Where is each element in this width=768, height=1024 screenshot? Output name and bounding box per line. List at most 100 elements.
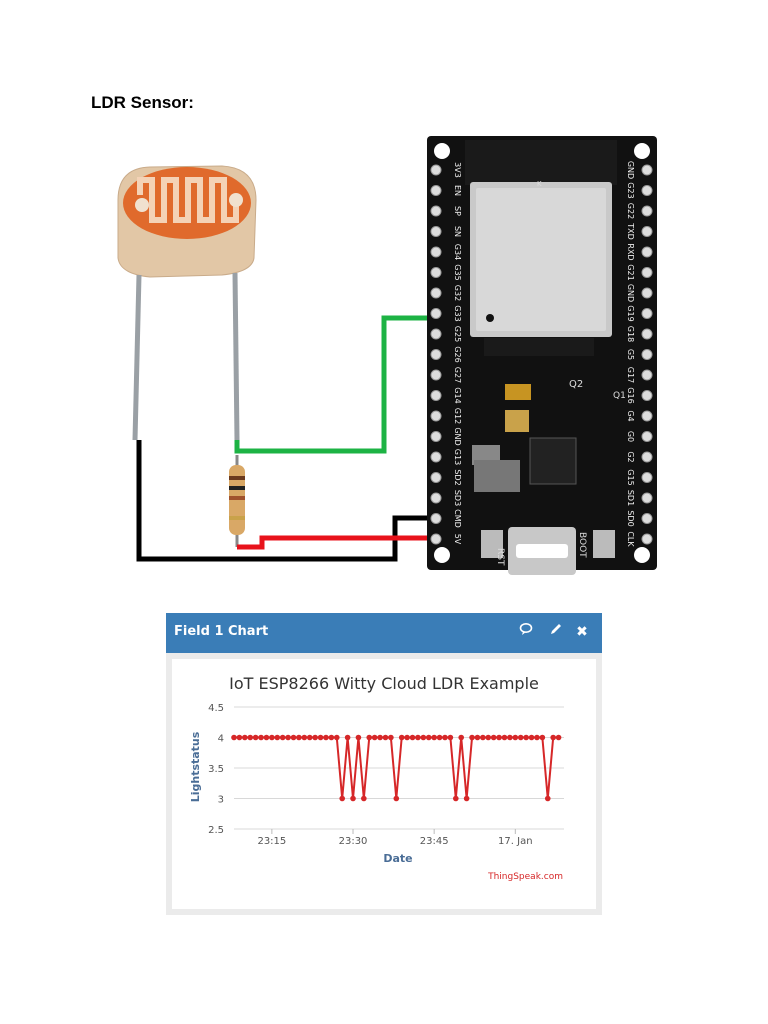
data-point[interactable] bbox=[317, 734, 324, 741]
ldr-line-chart: IoT ESP8266 Witty Cloud LDR Example 2.53… bbox=[189, 674, 564, 882]
right-pin-label: CLK bbox=[626, 531, 635, 547]
data-point[interactable] bbox=[447, 734, 454, 741]
panel-title: Field 1 Chart bbox=[174, 624, 269, 639]
right-pin-label: G18 bbox=[626, 326, 635, 342]
data-point[interactable] bbox=[453, 795, 459, 802]
data-point[interactable] bbox=[361, 795, 367, 802]
left-pin-label: G26 bbox=[453, 346, 462, 362]
data-point[interactable] bbox=[469, 734, 475, 741]
data-point[interactable] bbox=[388, 734, 394, 741]
data-point[interactable] bbox=[528, 734, 535, 741]
data-point[interactable] bbox=[252, 734, 259, 741]
y-axis-label: Lightstatus bbox=[189, 731, 202, 802]
right-pin-label: G23 bbox=[626, 182, 635, 198]
right-pin-label: G15 bbox=[626, 469, 635, 485]
data-point[interactable] bbox=[544, 795, 551, 802]
data-point[interactable] bbox=[463, 795, 470, 802]
data-point[interactable] bbox=[247, 734, 254, 741]
data-point[interactable] bbox=[458, 734, 465, 741]
data-point[interactable] bbox=[269, 734, 275, 741]
right-pin bbox=[641, 472, 653, 483]
data-point[interactable] bbox=[490, 734, 497, 741]
data-point[interactable] bbox=[306, 734, 313, 741]
q1-label: Q1 bbox=[613, 391, 626, 401]
data-point[interactable] bbox=[517, 734, 524, 741]
red-wire bbox=[237, 535, 432, 550]
left-pin-label: SP bbox=[453, 206, 462, 216]
left-pin bbox=[430, 205, 442, 217]
data-point[interactable] bbox=[404, 734, 410, 741]
data-point[interactable] bbox=[409, 734, 416, 741]
data-point[interactable] bbox=[236, 734, 243, 741]
data-point[interactable] bbox=[323, 734, 329, 741]
left-pin-label: SD3 bbox=[453, 490, 462, 506]
left-pin-label: G12 bbox=[453, 408, 462, 424]
y-tick-label: 3.5 bbox=[208, 764, 224, 775]
left-pin bbox=[430, 226, 442, 237]
data-point[interactable] bbox=[333, 734, 340, 741]
data-point[interactable] bbox=[474, 734, 481, 741]
data-point[interactable] bbox=[425, 734, 432, 741]
right-pin-label: GND bbox=[626, 161, 635, 179]
data-point[interactable] bbox=[382, 734, 389, 741]
data-point[interactable] bbox=[485, 734, 492, 741]
data-point[interactable] bbox=[350, 795, 356, 802]
data-point[interactable] bbox=[523, 734, 529, 741]
data-point[interactable] bbox=[539, 734, 546, 741]
credit-link[interactable]: ThingSpeak.com bbox=[487, 872, 563, 882]
page-heading: LDR Sensor: bbox=[91, 93, 194, 112]
x-tick-label: 23:15 bbox=[257, 836, 286, 847]
data-point[interactable] bbox=[436, 734, 443, 741]
data-point[interactable] bbox=[431, 734, 437, 741]
data-point[interactable] bbox=[296, 734, 302, 741]
data-point[interactable] bbox=[366, 734, 373, 741]
data-point[interactable] bbox=[290, 734, 297, 741]
right-pin bbox=[641, 492, 653, 504]
data-point[interactable] bbox=[371, 734, 378, 741]
right-pin-label: G17 bbox=[626, 367, 635, 383]
y-tick-label: 4 bbox=[218, 734, 224, 745]
data-point[interactable] bbox=[258, 734, 264, 741]
comment-icon[interactable] bbox=[516, 622, 536, 642]
right-pin bbox=[641, 287, 653, 299]
chip-label: K bbox=[537, 180, 542, 188]
right-pin bbox=[641, 185, 653, 196]
right-pin bbox=[641, 513, 653, 524]
data-point[interactable] bbox=[344, 734, 351, 741]
left-pin bbox=[430, 267, 442, 278]
data-point[interactable] bbox=[328, 734, 335, 741]
x-tick-label: 17. Jan bbox=[498, 836, 533, 847]
left-pin-label: SN bbox=[453, 226, 462, 237]
data-point[interactable] bbox=[263, 734, 270, 741]
data-point[interactable] bbox=[415, 734, 421, 741]
right-pin-label: SD1 bbox=[626, 490, 635, 506]
close-icon[interactable]: ✖ bbox=[576, 624, 588, 640]
data-point[interactable] bbox=[496, 734, 502, 741]
data-point[interactable] bbox=[355, 734, 362, 741]
data-point[interactable] bbox=[501, 734, 508, 741]
data-point[interactable] bbox=[339, 795, 345, 802]
data-point[interactable] bbox=[274, 734, 281, 741]
left-pin bbox=[430, 349, 442, 360]
data-point[interactable] bbox=[279, 734, 286, 741]
pencil-icon[interactable] bbox=[546, 622, 566, 642]
data-point[interactable] bbox=[377, 734, 383, 741]
data-point[interactable] bbox=[312, 734, 318, 741]
data-point[interactable] bbox=[393, 795, 400, 802]
data-point[interactable] bbox=[242, 734, 248, 741]
left-pin-label: SD2 bbox=[453, 469, 462, 485]
right-pin bbox=[641, 451, 653, 463]
data-point[interactable] bbox=[550, 734, 556, 741]
data-point[interactable] bbox=[398, 734, 405, 741]
data-point[interactable] bbox=[555, 734, 562, 741]
right-pin bbox=[641, 349, 653, 360]
data-point[interactable] bbox=[507, 734, 513, 741]
data-point[interactable] bbox=[512, 734, 519, 741]
data-point[interactable] bbox=[285, 734, 291, 741]
data-point[interactable] bbox=[442, 734, 448, 741]
data-point[interactable] bbox=[480, 734, 486, 741]
data-point[interactable] bbox=[231, 734, 237, 741]
data-point[interactable] bbox=[301, 734, 308, 741]
data-point[interactable] bbox=[420, 734, 427, 741]
data-point[interactable] bbox=[534, 734, 540, 741]
